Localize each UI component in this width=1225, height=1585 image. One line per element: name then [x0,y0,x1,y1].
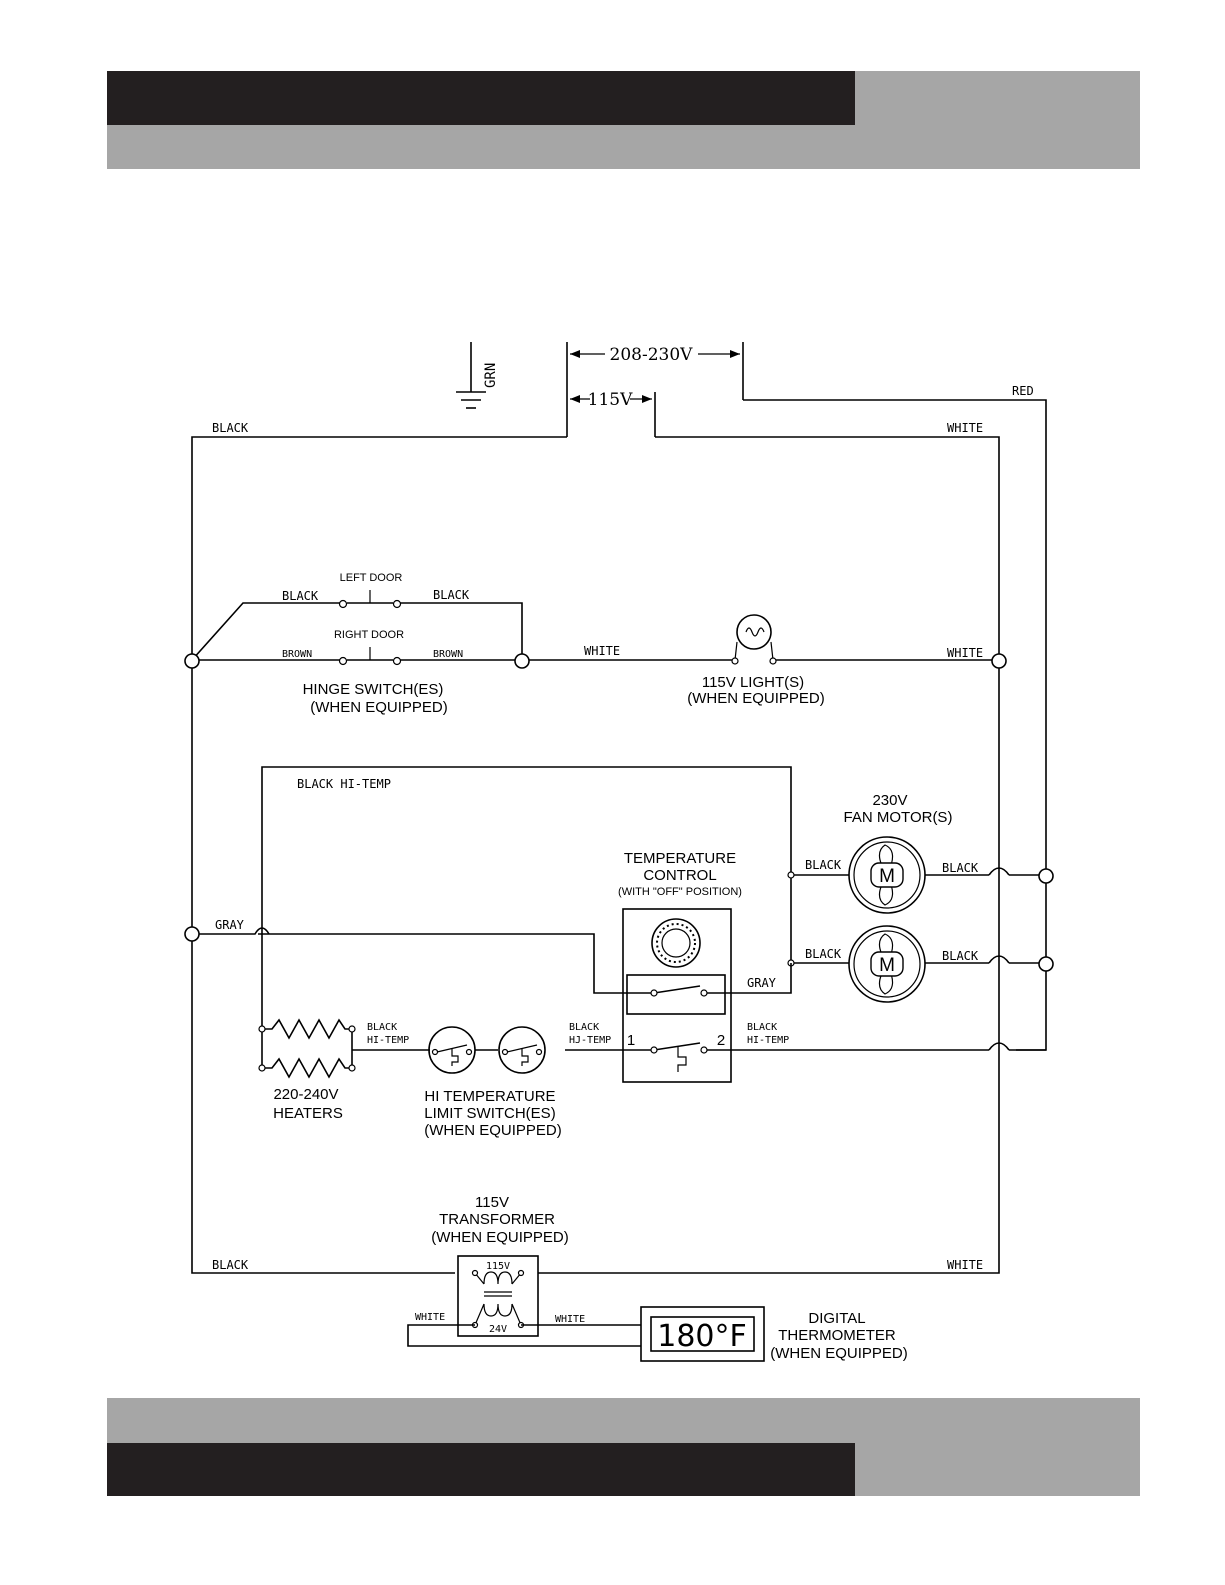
terminal-left-gray [184,926,200,942]
heater-group: 220-240V HEATERS BLACK HI-TEMP [258,1018,430,1122]
black-bus [191,436,567,1274]
left-door-label: LEFT DOOR [340,572,403,584]
wire-label-white-light-2: WHITE [947,646,983,660]
temperature-control-group: TEMPERATURE CONTROL (WITH "OFF" POSITION… [258,850,1046,1083]
wire-label-brown-2: BROWN [433,649,463,660]
light-bulb-icon [736,614,772,650]
thermometer-box [640,1306,765,1362]
wire-label-hitemp-t2: HI-TEMP [747,1035,789,1046]
wire-label-white-top: WHITE [947,421,983,435]
transformer-label-3: (WHEN EQUIPPED) [431,1229,569,1246]
voltage-208-230-label: 208-230V [610,345,694,365]
transformer-label-1: 115V [475,1194,509,1211]
terminal-2-label: 2 [717,1032,725,1049]
temp-control-label-3: (WITH "OFF" POSITION) [618,886,742,898]
wire-label-black-t1: BLACK [569,1022,599,1033]
terminal-right-light [991,653,1007,669]
transformer-label-2: TRANSFORMER [439,1211,555,1228]
black-hitemp-loop [261,766,792,1029]
wire-label-black-motor1-out: BLACK [942,861,979,875]
footer-black-band [107,1443,855,1496]
fan-motor-label-1: 230V [872,792,907,809]
light-label-2: (WHEN EQUIPPED) [687,690,825,707]
hinge-switch-label-2: (WHEN EQUIPPED) [310,699,448,716]
terminal-1-label: 1 [627,1032,635,1049]
hi-limit-switch-group: HI TEMPERATURE LIMIT SWITCH(ES) (WHEN EQ… [424,1026,562,1139]
terminal-junction-door [514,653,530,669]
temp-dial-icon [651,918,701,968]
heaters-label-1: 220-240V [273,1086,338,1103]
wire-label-black-motor2-in: BLACK [805,947,842,961]
transformer-secondary-label: 24V [489,1324,507,1335]
transformer-box [457,1255,539,1337]
digital-thermometer-group: 180°F DIGITAL THERMOMETER (WHEN EQUIPPED… [640,1306,908,1362]
wire-label-white-xfmr-right: WHITE [555,1314,585,1325]
heaters-label-2: HEATERS [273,1105,343,1122]
heater-1-icon [262,1018,352,1040]
light-group: WHITE WHITE 115V LIGHT(S) (WHEN EQUIPPED… [522,614,999,707]
limit-switch-2-icon [498,1026,546,1074]
right-door-label: RIGHT DOOR [334,629,404,641]
wire-label-black-heater: BLACK [367,1022,397,1033]
motor-2-symbol: M [879,955,895,976]
wire-label-gray-control: GRAY [747,976,777,990]
hi-limit-label-1: HI TEMPERATURE [424,1088,555,1105]
temp-control-label-1: TEMPERATURE [624,850,736,867]
fan-motor-group: 230V FAN MOTOR(S) M M BLACK BLACK BLACK … [787,792,1054,1003]
supply-voltage-markers: 208-230V 115V [566,342,744,437]
gray-wire [192,927,270,935]
wire-label-white-light-1: WHITE [584,644,620,658]
hinge-switch-label-1: HINGE SWITCH(ES) [303,681,444,698]
wire-label-white-bottom: WHITE [947,1258,983,1272]
hi-limit-label-3: (WHEN EQUIPPED) [424,1122,562,1139]
wire-label-white-xfmr-left: WHITE [415,1312,445,1323]
thermometer-label-1: DIGITAL [808,1310,865,1327]
wire-label-black-hitemp-top: BLACK HI-TEMP [297,777,391,791]
thermometer-label-3: (WHEN EQUIPPED) [770,1345,908,1362]
wire-label-black-motor1-in: BLACK [805,858,842,872]
hi-limit-label-2: LIMIT SWITCH(ES) [424,1105,555,1122]
hinge-switch-group: LEFT DOOR RIGHT DOOR BLACK BLACK BROWN B… [191,572,523,716]
wire-label-red: RED [1012,384,1034,398]
voltage-115-label: 115V [588,390,633,410]
thermometer-label-2: THERMOMETER [778,1327,896,1344]
wire-label-hitemp-heater: HI-TEMP [367,1035,409,1046]
terminal-left-light [184,653,200,669]
wire-label-black-bottom: BLACK [212,1258,249,1272]
fan-motor-label-2: FAN MOTOR(S) [844,809,953,826]
heater-2-icon [262,1057,352,1079]
wire-label-hjtemp-t1: HJ-TEMP [569,1035,611,1046]
transformer-coil-icon [483,1271,513,1285]
wire-label-black-t2: BLACK [747,1022,777,1033]
header-black-band [107,71,855,125]
temp-control-box [622,908,732,1083]
motor-1-symbol: M [879,866,895,887]
ground-label: GRN [483,363,499,388]
fan-motor-2-icon [848,925,926,1003]
white-bus [538,436,1000,1274]
wire-label-black-top: BLACK [212,421,249,435]
wire-label-gray-left: GRAY [215,918,245,932]
transformer-primary-label: 115V [486,1261,510,1272]
wire-label-brown-1: BROWN [282,649,312,660]
thermometer-reading: 180°F [657,1319,747,1354]
temp-control-label-2: CONTROL [643,867,716,884]
wire-label-black-left-door-2: BLACK [433,588,470,602]
wire-label-black-motor2-out: BLACK [942,949,979,963]
ground-symbol: GRN [456,342,499,409]
light-label-1: 115V LIGHT(S) [702,674,804,691]
wire-label-black-left-door-1: BLACK [282,589,319,603]
transformer-group: 115V TRANSFORMER (WHEN EQUIPPED) 115V 24… [407,1194,641,1347]
